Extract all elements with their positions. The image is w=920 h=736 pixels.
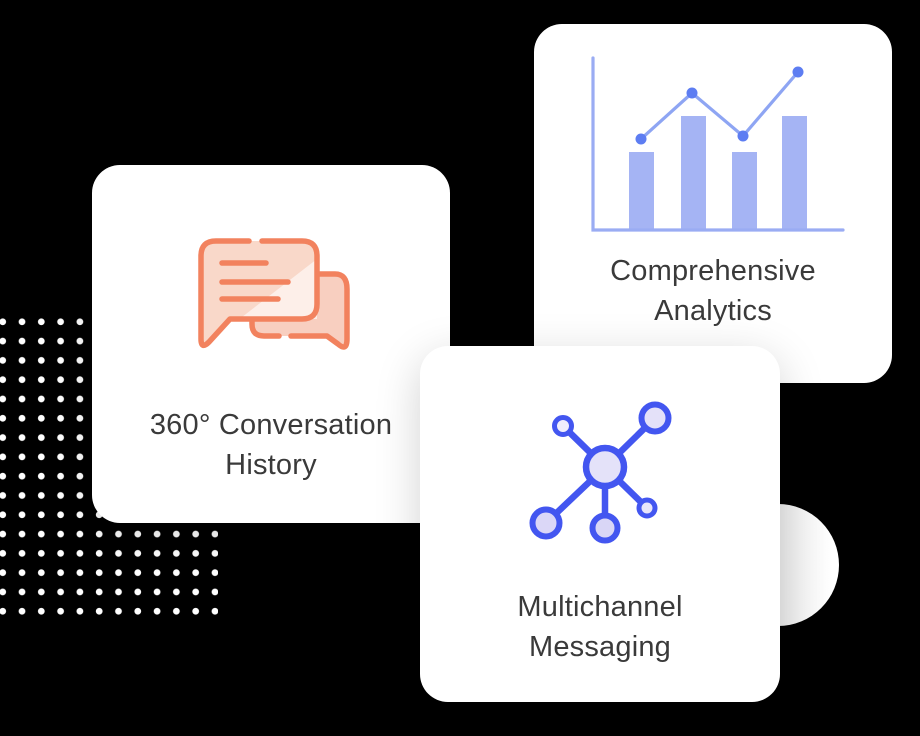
card-title-line1: 360° Conversation xyxy=(149,409,393,441)
card-title-multichannel: Multichannel Messaging xyxy=(420,587,780,667)
card-title-line2: Messaging xyxy=(528,631,672,663)
card-title-line2: History xyxy=(225,449,317,481)
card-title-line1: Comprehensive xyxy=(610,255,816,287)
card-title-line2: Analytics xyxy=(654,295,772,327)
card-title-line1: Multichannel xyxy=(517,591,683,623)
card-conversation-history: 360° Conversation History xyxy=(92,165,450,523)
card-title-analytics: Comprehensive Analytics xyxy=(534,251,892,331)
card-comprehensive-analytics: Comprehensive Analytics xyxy=(534,24,892,383)
card-title-conversation: 360° Conversation History xyxy=(92,405,450,485)
network-nodes-icon xyxy=(529,401,672,544)
chat-bubbles-icon xyxy=(198,238,350,350)
card-multichannel-messaging: Multichannel Messaging xyxy=(420,346,780,702)
bar-line-chart-icon xyxy=(591,56,845,232)
